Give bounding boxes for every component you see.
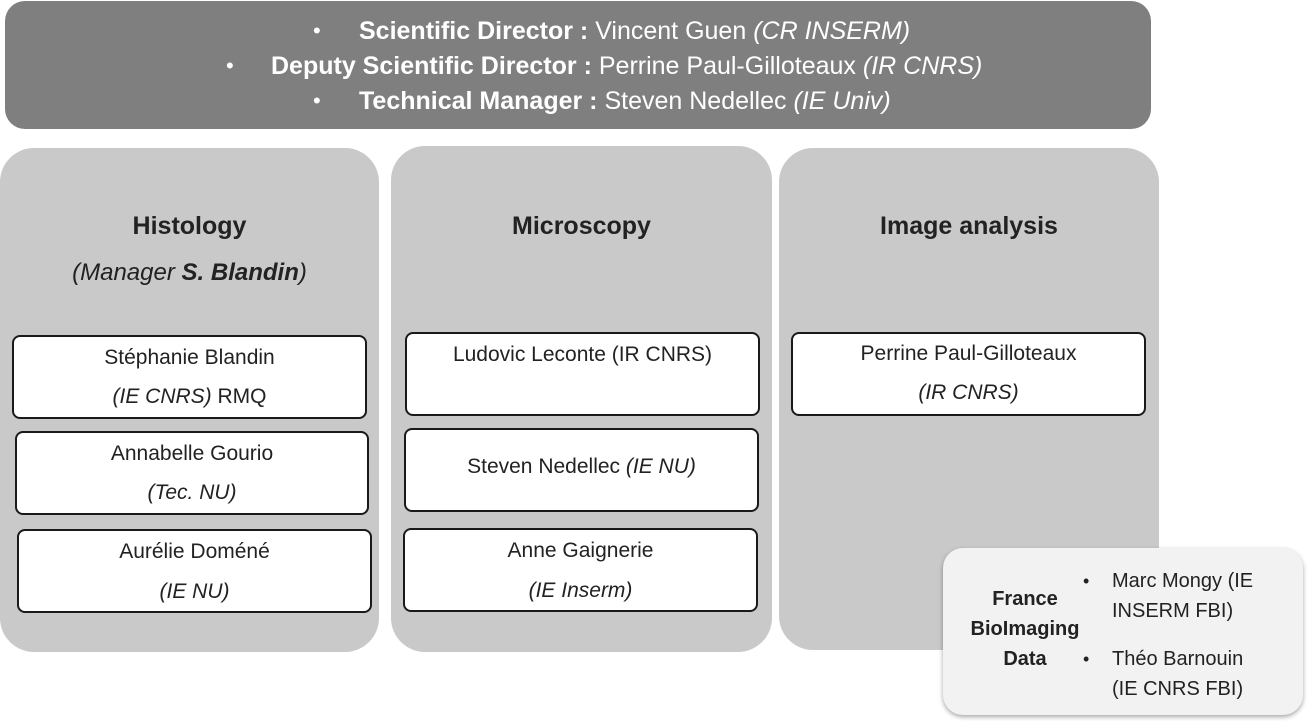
member-affiliation: (Tec. NU) xyxy=(147,481,237,504)
role-label: Scientific Director : xyxy=(359,17,589,45)
person-affiliation: (IR CNRS) xyxy=(862,52,983,80)
bullet-icon: • xyxy=(1083,649,1090,669)
column-title: Histology xyxy=(132,212,247,240)
member-card: Steven Nedellec (IE NU) xyxy=(404,428,759,512)
column-subtitle: (Manager S. Blandin) xyxy=(72,259,307,286)
member-name: Perrine Paul-Gilloteaux xyxy=(860,342,1077,365)
member-card: Ludovic Leconte (IR CNRS) xyxy=(405,332,760,416)
fbi-title: France BioImaging Data xyxy=(970,588,1080,670)
member-name: Aurélie Doméné xyxy=(119,540,270,563)
bullet-icon: • xyxy=(313,18,321,43)
person-name: Perrine Paul-Gilloteaux xyxy=(598,52,856,80)
microscopy-column: Microscopy Ludovic Leconte (IR CNRS) Ste… xyxy=(391,146,772,652)
member-card: Anne Gaignerie (IE Inserm) xyxy=(403,528,758,612)
leadership-line-technical-manager: • Technical Manager : Steven Nedellec (I… xyxy=(5,84,1151,118)
leadership-line-scientific-director: • Scientific Director : Vincent Guen (CR… xyxy=(5,14,1151,48)
member-affiliation: (IE NU) xyxy=(159,580,230,603)
leadership-line-deputy-director: • Deputy Scientific Director : Perrine P… xyxy=(5,49,1151,83)
france-bioimaging-data-box: France BioImaging Data • Marc Mongy (IE … xyxy=(943,548,1303,715)
member-card: Perrine Paul-Gilloteaux (IR CNRS) xyxy=(791,332,1146,416)
member-card: Stéphanie Blandin (IE CNRS) RMQ xyxy=(12,335,367,419)
column-title: Microscopy xyxy=(512,212,651,240)
member-affiliation: (IR CNRS) xyxy=(918,381,1019,404)
column-title: Image analysis xyxy=(880,212,1058,240)
person-affiliation: (IE Univ) xyxy=(793,87,891,115)
member-affiliation: (IE NU) xyxy=(625,455,696,478)
member-card: Aurélie Doméné (IE NU) xyxy=(17,529,372,613)
role-label: Technical Manager : xyxy=(359,87,598,115)
member-card: Annabelle Gourio (Tec. NU) xyxy=(15,431,369,515)
leadership-banner: • Scientific Director : Vincent Guen (CR… xyxy=(5,1,1151,129)
member-name: Steven Nedellec xyxy=(467,455,626,478)
bullet-icon: • xyxy=(226,53,234,78)
role-label: Deputy Scientific Director : xyxy=(271,52,592,80)
member-name: Anne Gaignerie xyxy=(507,539,654,562)
member-name: Ludovic Leconte (IR CNRS) xyxy=(452,343,713,366)
member-affiliation: (IE Inserm) xyxy=(528,579,633,602)
person-name: Steven Nedellec xyxy=(604,87,787,115)
member-name: Stéphanie Blandin xyxy=(104,346,275,369)
bullet-icon: • xyxy=(1083,571,1090,591)
person-affiliation: (CR INSERM) xyxy=(753,17,911,45)
person-name: Vincent Guen xyxy=(595,17,747,45)
member-extra: RMQ xyxy=(211,385,267,408)
bullet-icon: • xyxy=(313,88,321,113)
member-affiliation: (IE CNRS) xyxy=(112,385,212,408)
member-name: Annabelle Gourio xyxy=(110,442,274,465)
manager-name: S. Blandin xyxy=(181,259,299,286)
histology-column: Histology (Manager S. Blandin) Stéphanie… xyxy=(0,148,379,652)
